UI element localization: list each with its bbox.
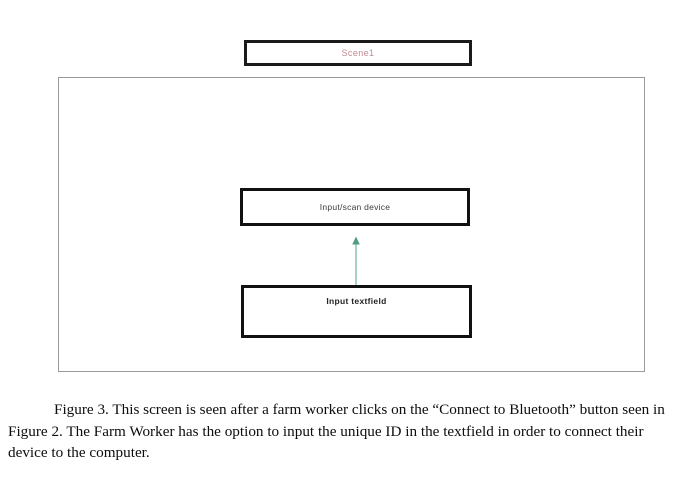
- arrow-up-icon: [347, 234, 365, 288]
- figure-caption: Figure 3. This screen is seen after a fa…: [0, 399, 695, 464]
- ui-mockup: Scene1 Input/scan device Input textfield: [58, 40, 645, 372]
- input-scan-device-label: Input/scan device: [319, 202, 391, 212]
- input-textfield-label: Input textfield: [326, 296, 387, 306]
- input-scan-device-box[interactable]: Input/scan device: [240, 188, 470, 226]
- caption-text: Figure 3. This screen is seen after a fa…: [8, 401, 665, 461]
- scene-title-label: Scene1: [341, 48, 375, 58]
- input-textfield-box[interactable]: Input textfield: [241, 285, 472, 338]
- scene-title-box: Scene1: [244, 40, 472, 66]
